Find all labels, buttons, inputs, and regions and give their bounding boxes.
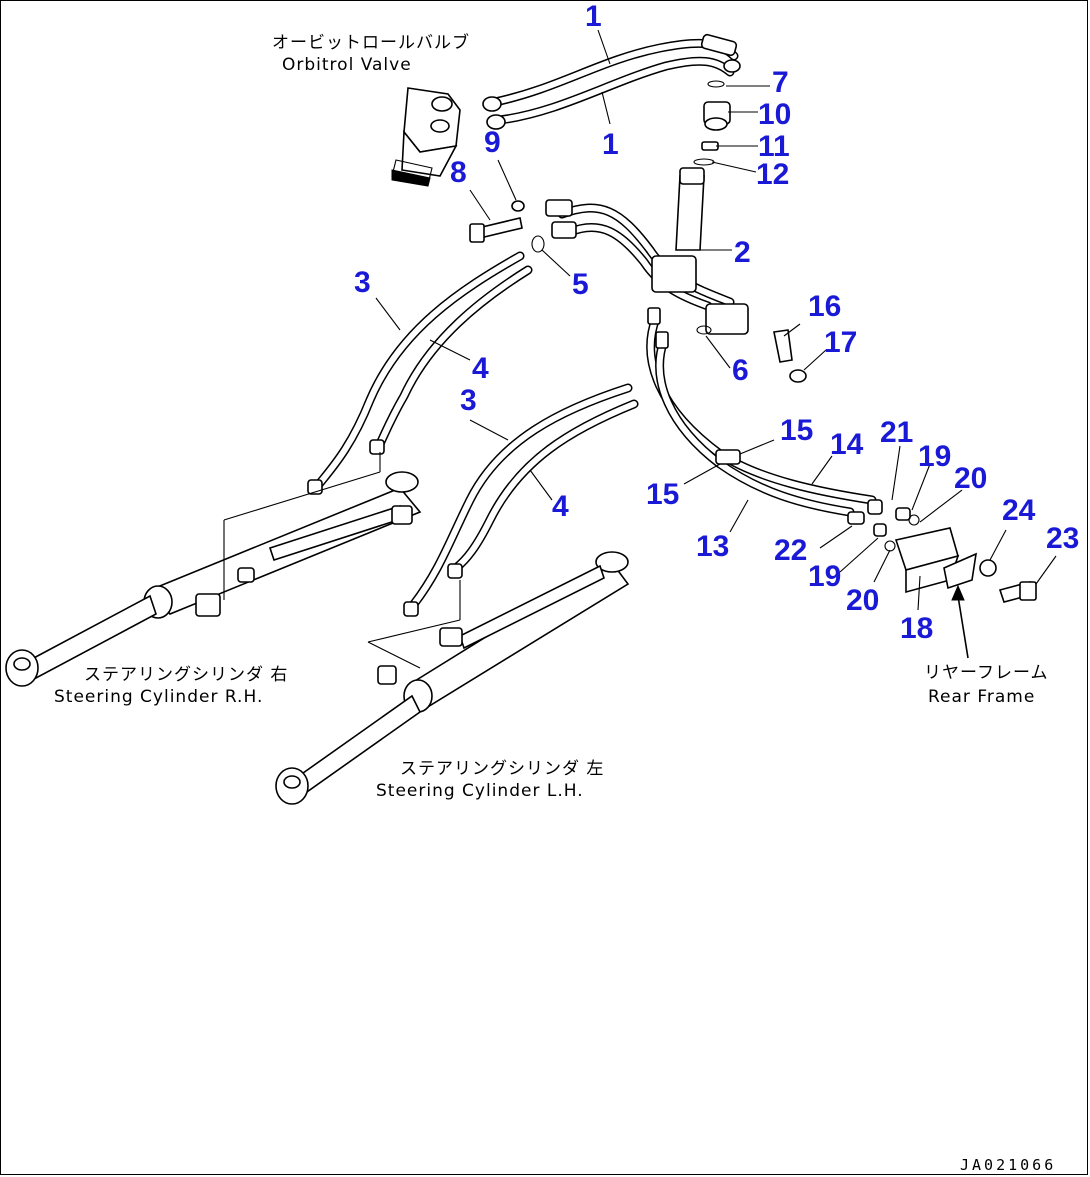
- steering-cylinder-rh-label-jp: ステアリングシリンダ 右: [84, 665, 288, 685]
- steering-cylinder-lh-label-jp: ステアリングシリンダ 左: [400, 759, 604, 779]
- leader-lines: [223, 29, 1057, 669]
- callout-1-bottom: 1: [602, 128, 619, 161]
- callout-23: 23: [1046, 522, 1079, 555]
- rear-frame-label-en: Rear Frame: [928, 687, 1035, 707]
- callout-7: 7: [772, 66, 789, 99]
- orbitrol-valve: [391, 87, 461, 187]
- callout-6: 6: [732, 354, 749, 387]
- callout-1-top: 1: [585, 0, 602, 33]
- callout-13: 13: [696, 530, 729, 563]
- callout-17: 17: [824, 326, 857, 359]
- tube-block-2: [545, 167, 749, 335]
- steering-cylinder-rh-label-en: Steering Cylinder R.H.: [54, 687, 263, 707]
- callout-9: 9: [484, 126, 501, 159]
- callout-21: 21: [880, 416, 913, 449]
- callout-2: 2: [734, 236, 751, 269]
- callout-10: 10: [758, 98, 791, 131]
- callout-3-lh: 3: [460, 384, 477, 417]
- steering-cylinder-lh-label-en: Steering Cylinder L.H.: [376, 781, 584, 801]
- callout-15-lower: 15: [646, 478, 679, 511]
- callout-22: 22: [774, 534, 807, 567]
- orbitrol-label-jp: オービットロールバルブ: [272, 32, 470, 53]
- callout-24: 24: [1002, 494, 1036, 527]
- bolt-8: [469, 217, 523, 243]
- block-18: [847, 499, 1037, 603]
- callout-19-upper: 19: [918, 440, 951, 473]
- callout-20-lower: 20: [846, 584, 879, 617]
- washer-17: [789, 369, 807, 383]
- callout-15-upper: 15: [780, 414, 813, 447]
- o-ring-6: [696, 325, 712, 335]
- callout-4-rh: 4: [472, 352, 489, 385]
- callout-8: 8: [450, 156, 467, 189]
- callout-12: 12: [756, 158, 789, 191]
- hoses-3-4-lh: [403, 383, 639, 617]
- hose-1: [482, 33, 741, 130]
- callout-18: 18: [900, 612, 933, 645]
- callout-16: 16: [808, 290, 841, 323]
- steering-cylinder-lh: [275, 551, 630, 805]
- callout-20-upper: 20: [954, 462, 987, 495]
- drawing-code: JA021066: [960, 1156, 1056, 1174]
- rear-frame-label-jp: リヤーフレーム: [924, 663, 1048, 683]
- orbitrol-label-en: Orbitrol Valve: [282, 55, 412, 75]
- washer-9: [511, 200, 525, 212]
- callout-19-lower: 19: [808, 560, 841, 593]
- callout-14: 14: [830, 428, 864, 461]
- callout-4-lh: 4: [552, 490, 569, 523]
- steering-cylinder-rh: [5, 471, 422, 687]
- bolt-16: [773, 329, 793, 363]
- top-fittings: [693, 80, 731, 166]
- hoses-3-4-rh: [307, 251, 533, 495]
- callout-5: 5: [572, 268, 589, 301]
- callout-3-rh: 3: [354, 266, 371, 299]
- o-ring-5: [531, 235, 545, 253]
- callout-11: 11: [758, 130, 790, 163]
